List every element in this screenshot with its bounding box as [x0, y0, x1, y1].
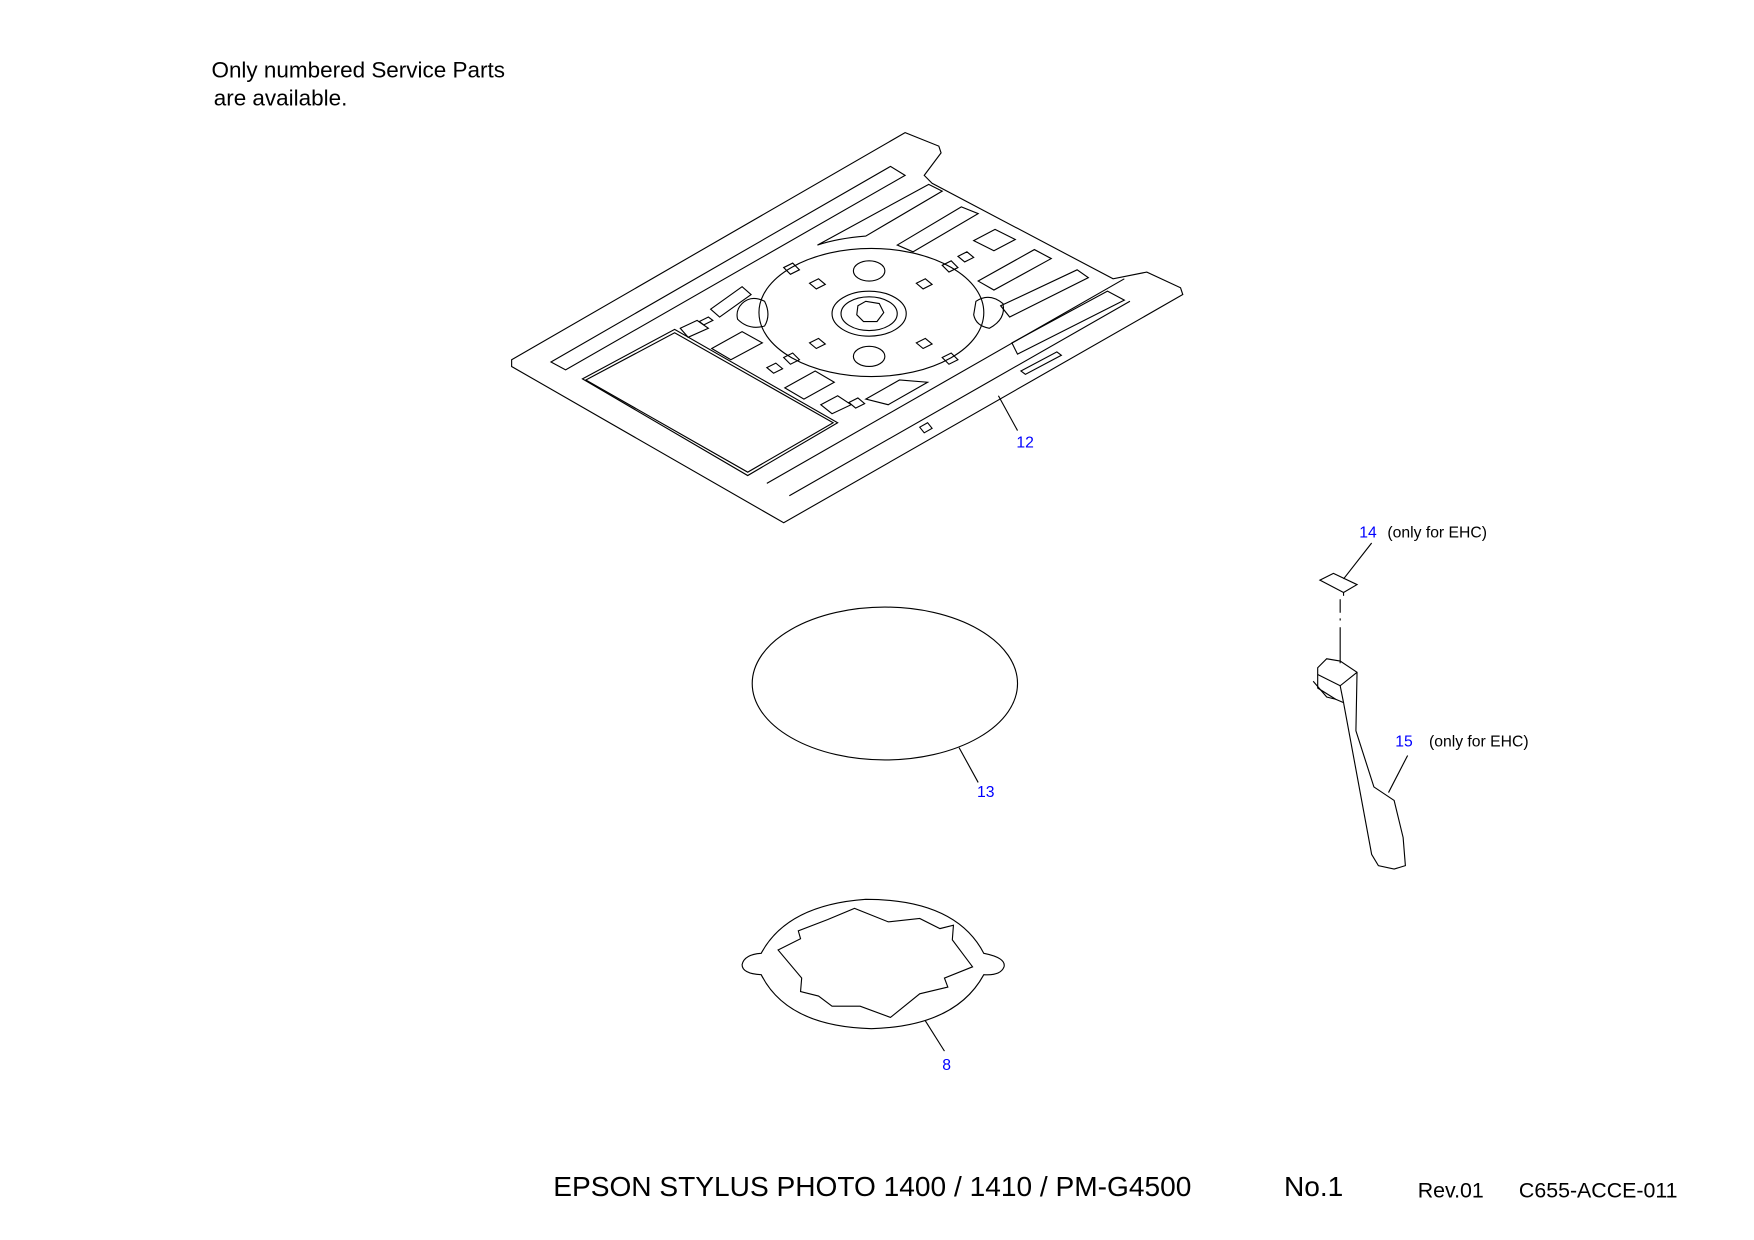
part-number-13: 13 — [977, 784, 995, 801]
part-8-adapter-ring — [741, 898, 1005, 1030]
part-number-14: 14 — [1359, 524, 1377, 541]
footer-model: EPSON STYLUS PHOTO 1400 / 1410 / PM-G450… — [553, 1171, 1191, 1202]
part-14-pad — [1318, 542, 1373, 664]
service-parts-note-line2: are available. — [214, 86, 348, 111]
part-13-disc-sheet — [751, 606, 1019, 761]
footer-revision: Rev.01 — [1418, 1178, 1484, 1202]
footer-document-code: C655-ACCE-011 — [1519, 1178, 1678, 1202]
footer-page-number: No.1 — [1284, 1171, 1343, 1202]
part-number-15: 15 — [1395, 733, 1413, 750]
part-15-note: (only for EHC) — [1429, 733, 1529, 750]
part-number-12: 12 — [1016, 434, 1033, 451]
part-14-note: (only for EHC) — [1387, 524, 1487, 541]
part-number-8: 8 — [942, 1057, 951, 1074]
part-15-lever — [1312, 658, 1409, 870]
service-parts-note-line1: Only numbered Service Parts — [211, 58, 504, 83]
part-12-cd-tray — [511, 132, 1184, 524]
